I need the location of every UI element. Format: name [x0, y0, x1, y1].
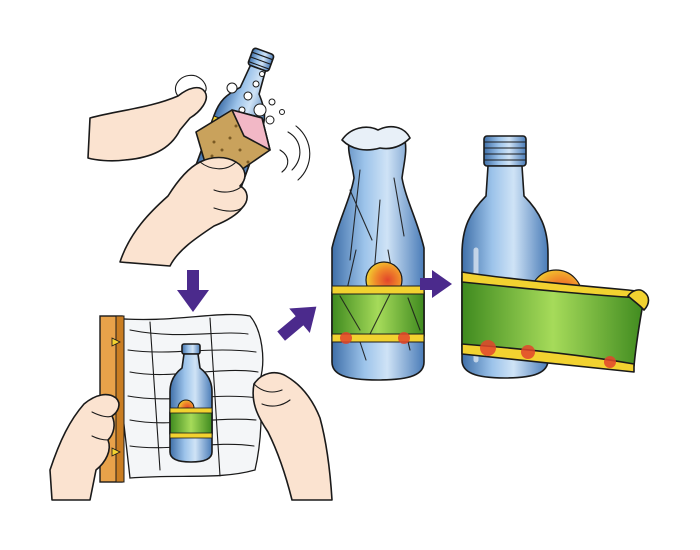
right-hand — [253, 373, 332, 500]
lower-hand — [120, 158, 247, 267]
left-hand — [50, 395, 119, 500]
step-shrink-wrapped — [332, 127, 424, 380]
arrow-down-icon — [177, 270, 209, 312]
step-finished-bottle — [462, 136, 649, 378]
step-wrap-film — [50, 314, 332, 500]
upper-hand — [88, 88, 206, 161]
step-scrub-bottle — [88, 43, 310, 266]
arrow-up-right-icon — [271, 294, 327, 348]
